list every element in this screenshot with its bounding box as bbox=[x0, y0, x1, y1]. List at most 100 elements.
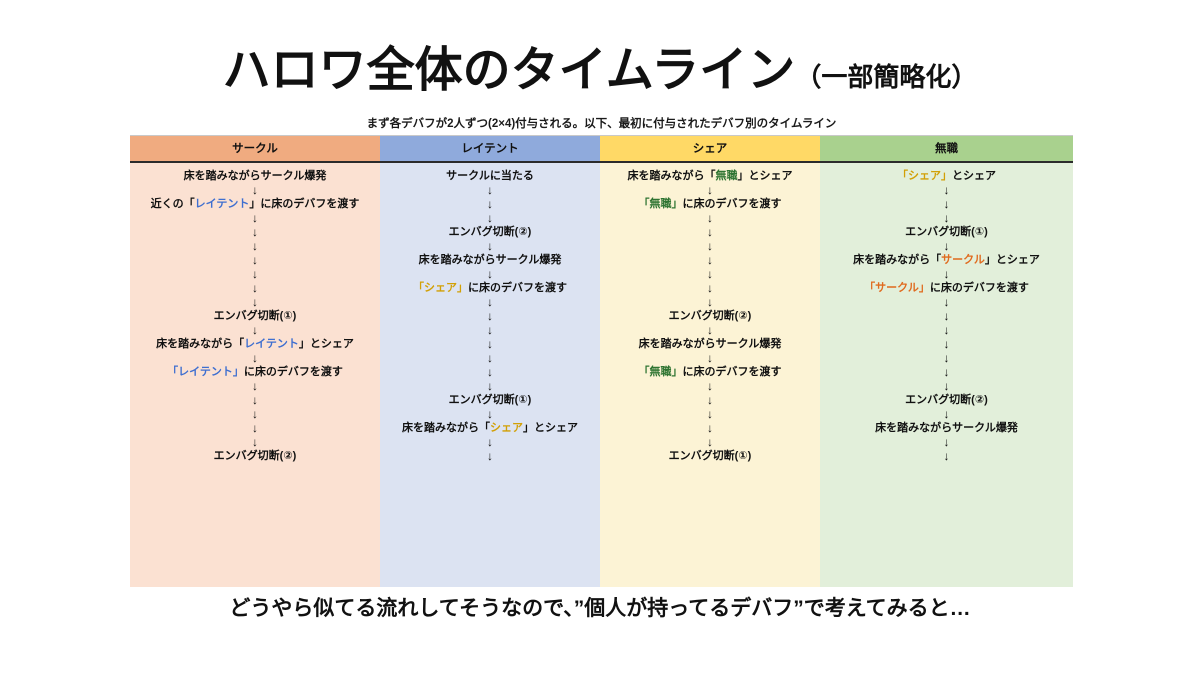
title-main-text: ハロワ全体のタイムライン bbox=[222, 44, 796, 97]
step-text: に床のデバフを渡す bbox=[929, 281, 1029, 294]
down-arrow-icon bbox=[944, 239, 950, 253]
step-text: に床のデバフを渡す bbox=[682, 197, 782, 210]
down-arrow-icon bbox=[944, 309, 950, 323]
step-keyword-latent: レイテント bbox=[194, 197, 250, 210]
step-keyword-circle: 「 bbox=[864, 281, 876, 294]
down-arrow-icon bbox=[707, 183, 713, 197]
down-arrow-icon bbox=[252, 435, 258, 449]
step-keyword-share: 」 bbox=[457, 281, 468, 294]
step-keyword-share: シェア bbox=[490, 421, 523, 434]
step-text: 床を踏みながら「 bbox=[156, 337, 245, 350]
step-text: 近くの「 bbox=[150, 197, 195, 210]
down-arrow-icon bbox=[252, 211, 258, 225]
timeline-step: エンバグ切断(②) bbox=[449, 225, 532, 239]
footer-caption: どうやら似てる流れしてそうなので、”個人が持ってるデバフ”で考えてみると… bbox=[229, 597, 971, 620]
down-arrow-icon bbox=[707, 253, 713, 267]
timeline-step: 床を踏みながらサークル爆発 bbox=[419, 253, 562, 267]
timeline-step: 床を踏みながらサークル爆発 bbox=[184, 169, 327, 183]
step-keyword-none: 「 bbox=[638, 365, 650, 378]
step-text: エンバグ切断(②) bbox=[448, 225, 532, 238]
timeline-step: エンバグ切断(①) bbox=[214, 309, 297, 323]
timeline-step: 「シェア」に床のデバフを渡す bbox=[413, 281, 567, 295]
step-keyword-share: 「 bbox=[413, 281, 424, 294]
down-arrow-icon bbox=[944, 197, 950, 211]
down-arrow-icon bbox=[487, 365, 493, 379]
down-arrow-icon bbox=[707, 421, 713, 435]
down-arrow-icon bbox=[252, 351, 258, 365]
down-arrow-icon bbox=[252, 183, 258, 197]
down-arrow-icon bbox=[487, 197, 493, 211]
down-arrow-icon bbox=[487, 211, 493, 225]
timeline-step: サークルに当たる bbox=[446, 169, 534, 183]
table-header-row: サークル レイテント シェア 無職 bbox=[130, 135, 1073, 163]
step-keyword-none: 無職 bbox=[649, 197, 672, 210]
step-keyword-share: シェア bbox=[908, 169, 941, 182]
step-text: エンバグ切断(②) bbox=[213, 449, 297, 462]
table-caption-row: まず各デバフが2人ずつ(2×4)付与される。以下、最初に付与されたデバフ別のタイ… bbox=[130, 112, 1073, 136]
timeline-step: 「シェア」とシェア bbox=[897, 169, 996, 183]
timeline-step: 「無職」に床のデバフを渡す bbox=[639, 365, 782, 379]
down-arrow-icon bbox=[487, 323, 493, 337]
timeline-step: 床を踏みながら「サークル」とシェア bbox=[853, 253, 1040, 267]
down-arrow-icon bbox=[944, 435, 950, 449]
down-arrow-icon bbox=[252, 393, 258, 407]
down-arrow-icon bbox=[252, 267, 258, 281]
timeline-step: 近くの「レイテント」に床のデバフを渡す bbox=[151, 197, 360, 211]
step-text: エンバグ切断(①) bbox=[448, 393, 532, 406]
down-arrow-icon bbox=[487, 295, 493, 309]
step-keyword-circle: サークル bbox=[875, 281, 919, 294]
down-arrow-icon bbox=[944, 351, 950, 365]
down-arrow-icon bbox=[487, 449, 493, 463]
down-arrow-icon bbox=[252, 225, 258, 239]
timeline-column-share: 床を踏みながら「無職」とシェア「無職」に床のデバフを渡すエンバグ切断(②)床を踏… bbox=[600, 162, 820, 587]
down-arrow-icon bbox=[487, 183, 493, 197]
down-arrow-icon bbox=[252, 323, 258, 337]
timeline-table: まず各デバフが2人ずつ(2×4)付与される。以下、最初に付与されたデバフ別のタイ… bbox=[130, 112, 1073, 587]
step-keyword-none: 「 bbox=[638, 197, 650, 210]
timeline-step: エンバグ切断(②) bbox=[669, 309, 752, 323]
column-header-share: シェア bbox=[600, 135, 820, 163]
down-arrow-icon bbox=[944, 211, 950, 225]
timeline-step: エンバグ切断(①) bbox=[905, 225, 988, 239]
down-arrow-icon bbox=[707, 225, 713, 239]
down-arrow-icon bbox=[487, 379, 493, 393]
timeline-step: 床を踏みながら「レイテント」とシェア bbox=[156, 337, 354, 351]
step-keyword-latent: レイテント bbox=[178, 365, 233, 378]
step-text: エンバグ切断(②) bbox=[905, 393, 988, 406]
step-text: エンバグ切断(①) bbox=[213, 309, 297, 322]
timeline-column-latent: サークルに当たるエンバグ切断(②) 床を踏みながらサークル爆発「シェア」に床のデバ… bbox=[380, 162, 600, 587]
timeline-step: エンバグ切断(②) bbox=[214, 449, 297, 463]
timeline-steps-circle: 床を踏みながらサークル爆発近くの「レイテント」に床のデバフを渡すエンバグ切断(①… bbox=[130, 169, 380, 463]
step-keyword-share: 「 bbox=[897, 169, 908, 182]
title-suffix-text: （一部簡略化） bbox=[795, 62, 978, 92]
step-keyword-share: 」 bbox=[941, 169, 952, 182]
timeline-step: 床を踏みながらサークル爆発 bbox=[639, 337, 782, 351]
page-title: ハロワ全体のタイムライン（一部簡略化） bbox=[0, 30, 1200, 100]
timeline-step: 「レイテント」に床のデバフを渡す bbox=[167, 365, 343, 379]
down-arrow-icon bbox=[707, 295, 713, 309]
down-arrow-icon bbox=[487, 407, 493, 421]
down-arrow-icon bbox=[252, 379, 258, 393]
step-keyword-latent: 」 bbox=[232, 365, 244, 378]
down-arrow-icon bbox=[944, 337, 950, 351]
timeline-steps-latent: サークルに当たるエンバグ切断(②) 床を踏みながらサークル爆発「シェア」に床のデバ… bbox=[380, 169, 600, 463]
step-keyword-circle: サークル bbox=[941, 253, 985, 266]
timeline-step: エンバグ切断(②) bbox=[905, 393, 988, 407]
down-arrow-icon bbox=[944, 407, 950, 421]
timeline-step: 床を踏みながらサークル爆発 bbox=[875, 421, 1018, 435]
step-text: 床を踏みながら「 bbox=[402, 421, 490, 434]
step-keyword-none: 」 bbox=[671, 365, 683, 378]
step-text: エンバグ切断(①) bbox=[668, 449, 752, 462]
down-arrow-icon bbox=[944, 295, 950, 309]
step-text: 床を踏みながら「 bbox=[853, 253, 942, 266]
timeline-step: 「無職」に床のデバフを渡す bbox=[639, 197, 782, 211]
step-keyword-latent: レイテント bbox=[244, 337, 299, 350]
step-text: 床を踏みながらサークル爆発 bbox=[875, 421, 1018, 434]
down-arrow-icon bbox=[252, 253, 258, 267]
timeline-column-none: 「シェア」とシェアエンバグ切断(①)床を踏みながら「サークル」とシェア「サークル… bbox=[820, 162, 1073, 587]
step-text: とシェア bbox=[952, 169, 996, 182]
timeline-column-circle: 床を踏みながらサークル爆発近くの「レイテント」に床のデバフを渡すエンバグ切断(①… bbox=[130, 162, 380, 587]
table-body-row: 床を踏みながらサークル爆発近くの「レイテント」に床のデバフを渡すエンバグ切断(①… bbox=[130, 162, 1073, 587]
down-arrow-icon bbox=[944, 183, 950, 197]
